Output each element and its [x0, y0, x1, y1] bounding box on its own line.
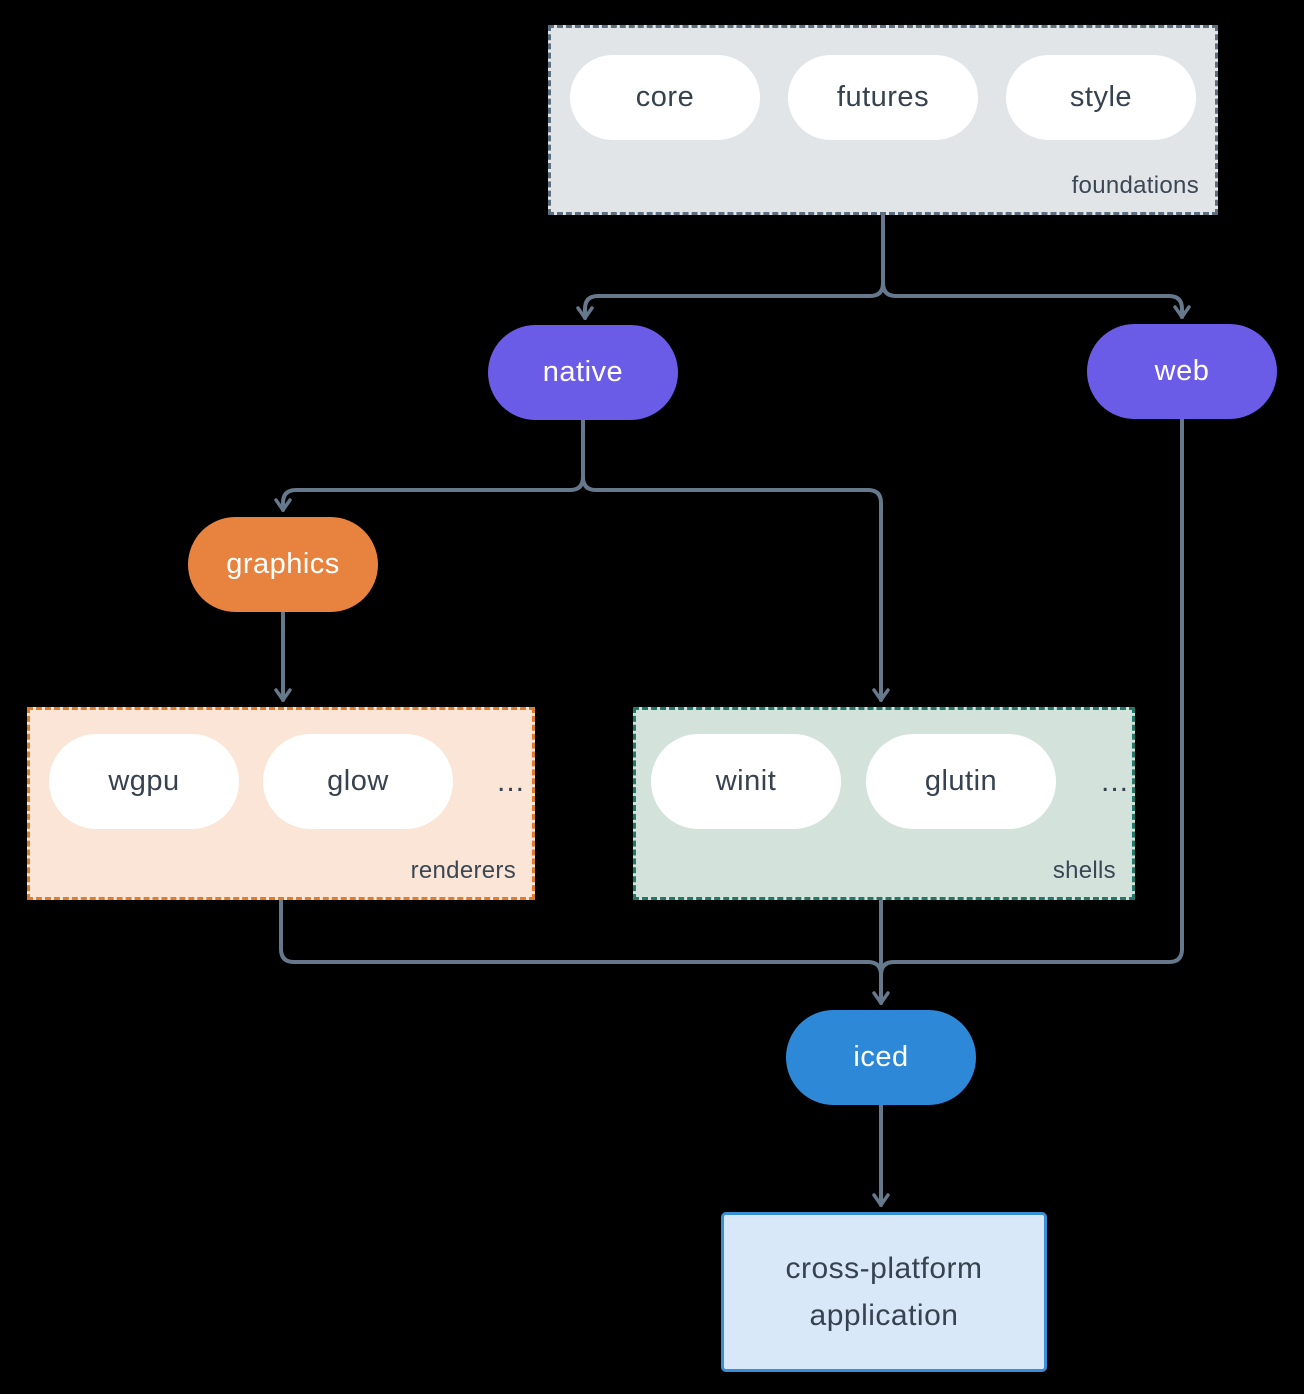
shells-ellipsis: ... — [1101, 764, 1130, 798]
pill-wgpu: wgpu — [49, 734, 239, 829]
node-application: cross-platform application — [721, 1212, 1047, 1372]
group-shells: winit glutin ... shells — [633, 707, 1135, 900]
pill-futures: futures — [788, 55, 978, 140]
pill-glow: glow — [263, 734, 453, 829]
node-native: native — [488, 325, 678, 420]
node-iced: iced — [786, 1010, 976, 1105]
shells-pill-row: winit glutin ... — [651, 734, 1129, 829]
foundations-label: foundations — [1071, 172, 1199, 199]
renderers-ellipsis: ... — [497, 764, 526, 798]
connector-native-graphics — [274, 418, 585, 512]
connector-renderers-merge — [279, 898, 883, 987]
pill-glutin: glutin — [866, 734, 1056, 829]
node-graphics: graphics — [188, 517, 378, 612]
renderers-pill-row: wgpu glow ... — [49, 734, 525, 829]
connector-foundations-web — [881, 213, 1191, 319]
group-renderers: wgpu glow ... renderers — [27, 707, 535, 900]
node-web: web — [1087, 324, 1277, 419]
application-label-line2: application — [809, 1299, 959, 1332]
pill-style: style — [1006, 55, 1196, 140]
application-label-line1: cross-platform — [785, 1252, 983, 1285]
renderers-label: renderers — [410, 857, 516, 884]
shells-label: shells — [1052, 857, 1116, 884]
pill-core: core — [570, 55, 760, 140]
foundations-pill-row: core futures style — [570, 55, 1196, 140]
connector-foundations-native — [576, 213, 885, 320]
group-foundations: core futures style foundations — [548, 25, 1218, 215]
pill-winit: winit — [651, 734, 841, 829]
connector-native-shells — [581, 418, 890, 702]
